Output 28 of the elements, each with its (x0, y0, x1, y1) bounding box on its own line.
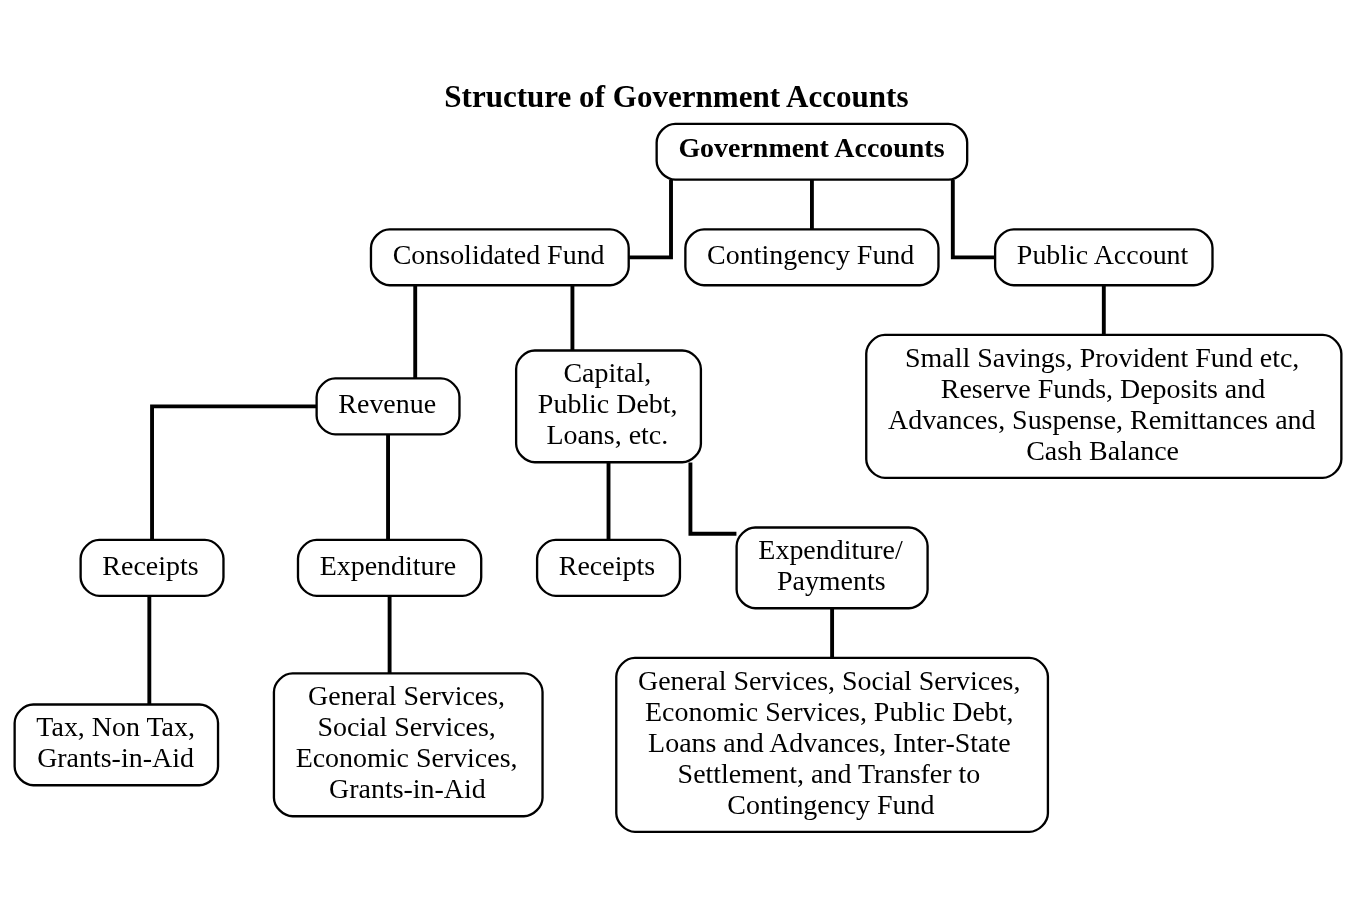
node-box: Receipts (535, 538, 682, 597)
node-box: Expenditure/ Payments (735, 525, 929, 609)
node-box: Government Accounts (655, 122, 969, 181)
node-box: Public Account (993, 227, 1214, 286)
connector (606, 461, 611, 540)
connector (413, 284, 418, 378)
connector (386, 434, 390, 539)
connector (150, 403, 317, 540)
diagram-title: Structure of Government Accounts (444, 78, 909, 114)
node-box: Receipts (79, 538, 225, 597)
connector (570, 284, 575, 350)
connector (387, 595, 392, 673)
node-box: Revenue (315, 376, 461, 435)
node-box: Contingency Fund (684, 227, 940, 286)
connector (147, 595, 152, 704)
node-box: Consolidated Fund (369, 227, 630, 286)
connector (629, 179, 673, 259)
connector (809, 179, 814, 229)
connector (950, 179, 995, 259)
node-box: Tax, Non Tax, Grants-in-Aid (13, 702, 220, 786)
connector (830, 607, 835, 657)
connector (1101, 284, 1106, 334)
node-box: Expenditure (296, 538, 483, 597)
connector (688, 462, 737, 536)
node-box: General Services, Social Services, Economic Services, Grants-in-Aid (272, 671, 544, 817)
node-box: Capital, Public Debt, Loans, etc. (514, 348, 703, 463)
node-box: General Services, Social Services, Economic Services, Public Debt, Loans and Advances, Inter-State Settlement, and Transfer to Contingency Fund (615, 656, 1050, 833)
node-box: Small Savings, Provident Fund etc, Reserve Funds, Deposits and Advances, Suspense, Remittances and Cash Balance (865, 333, 1343, 479)
